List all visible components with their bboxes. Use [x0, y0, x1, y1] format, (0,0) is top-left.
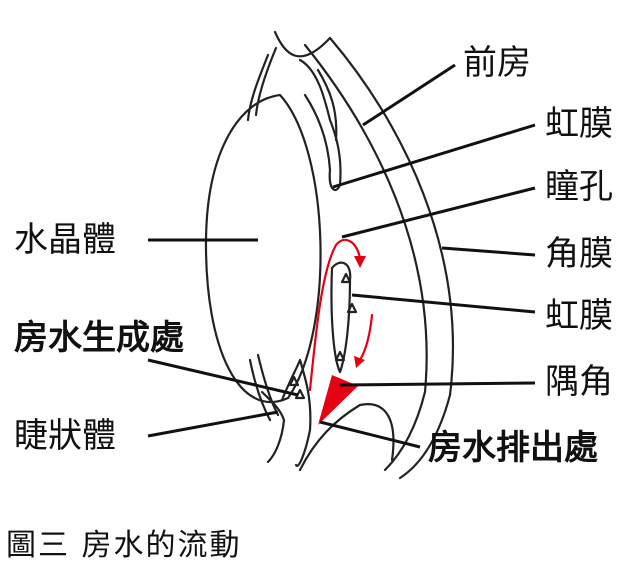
label-production-site: 房水生成處 [14, 318, 184, 358]
label-cornea: 角膜 [545, 234, 613, 274]
sclera-top [273, 30, 332, 58]
label-iris-top: 虹膜 [545, 104, 613, 144]
figure-caption: 圖三 房水的流動 [6, 528, 242, 563]
zonule-bottom-1 [248, 358, 272, 422]
label-drainage-site: 房水排出處 [428, 428, 598, 468]
label-iris-bottom: 虹膜 [545, 296, 613, 336]
iris-upper-fold [316, 68, 338, 142]
leader-iris-bottom [351, 293, 536, 314]
label-ciliary-body: 睫狀體 [14, 416, 116, 456]
iris-lower [330, 261, 352, 374]
label-pupil: 瞳孔 [545, 167, 613, 207]
eye-anatomy-diagram [147, 30, 536, 480]
sclera-bottom [298, 403, 395, 472]
label-angle: 隅角 [545, 362, 613, 402]
iris-upper [298, 58, 342, 192]
leader-drainage [319, 420, 421, 449]
cell-4 [288, 375, 300, 387]
label-anterior-chamber: 前房 [463, 43, 531, 83]
label-lens: 水晶體 [14, 220, 116, 260]
cornea-inner [303, 43, 428, 472]
drainage-wedge [318, 375, 358, 425]
leader-pupil [341, 186, 536, 239]
leader-ciliary [147, 410, 279, 438]
leader-production [147, 358, 299, 397]
flow-arrowhead-2 [354, 356, 365, 368]
flow-arrow-down [358, 313, 374, 362]
cornea-outer [328, 36, 454, 480]
leader-cornea [441, 246, 536, 257]
leader-anterior-chamber [362, 63, 456, 127]
leader-iris-top [332, 123, 536, 189]
ciliary-folds [280, 358, 312, 468]
zonule-top-1 [246, 53, 270, 122]
lens-shape [204, 93, 322, 404]
ciliary-fold-2 [260, 390, 286, 464]
cell-2 [346, 302, 358, 314]
cell-1 [340, 272, 352, 284]
leader-angle [339, 381, 536, 387]
zonule-top-2 [254, 46, 278, 117]
cell-3 [334, 350, 346, 362]
flow-arrowhead-1 [354, 256, 366, 268]
flow-arrow-up [308, 238, 362, 392]
